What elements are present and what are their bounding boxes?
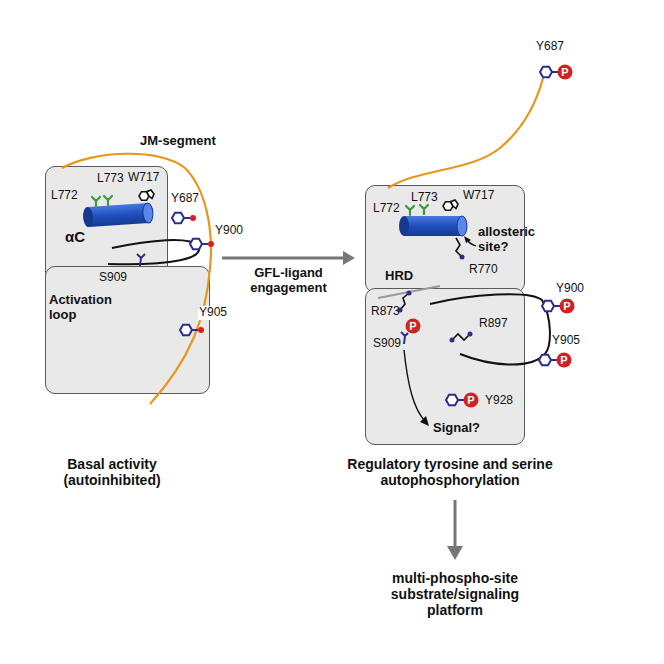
- text-label: Regulatory tyrosine and serine autophosp…: [320, 456, 580, 488]
- tyrosine-y900: [190, 239, 214, 249]
- signal-arrow: [404, 350, 424, 420]
- tryptophan-ring: [443, 200, 458, 210]
- serine-sidechain: [137, 254, 145, 266]
- text-label: Activation loop: [49, 293, 121, 323]
- text-label: Y905: [198, 306, 228, 320]
- text-label: R770: [469, 263, 498, 277]
- arginine-sidechain: [452, 334, 470, 340]
- text-label: S909: [99, 271, 127, 285]
- kinase-lobe: R873R897S909Y928Signal?: [365, 288, 525, 445]
- transition-arrow: [222, 251, 355, 265]
- tyrosine-y687: [172, 213, 196, 223]
- phospho-tyrosine: [446, 393, 479, 408]
- text-label: JM-segment: [140, 134, 216, 149]
- phospho-serine: [401, 319, 421, 345]
- text-label: P: [557, 353, 571, 367]
- alpha-c-helix: [399, 216, 467, 236]
- text-label: P: [464, 393, 478, 407]
- leucine-sidechain: [92, 197, 100, 206]
- activation-loop: [430, 294, 550, 364]
- text-label: αC: [65, 228, 85, 245]
- text-label: W717: [463, 189, 494, 203]
- jm-segment: [62, 154, 211, 404]
- text-label: R897: [479, 317, 508, 331]
- activation-loop: [108, 240, 199, 264]
- flow-arrow: [454, 500, 457, 548]
- text-label: P: [406, 319, 420, 333]
- text-label: L773: [97, 172, 124, 186]
- tyrosine-y905: [180, 325, 204, 335]
- text-label: Y900: [214, 224, 244, 238]
- tryptophan-ring: [139, 190, 154, 200]
- text-label: L772: [51, 189, 78, 203]
- arginine-sidechain: [456, 238, 462, 257]
- text-label: Y928: [485, 394, 513, 408]
- text-label: Basal activity (autoinhibited): [22, 456, 202, 488]
- hrd-marker: [378, 286, 440, 298]
- leucine-sidechain: [420, 205, 428, 214]
- leucine-sidechain: [104, 196, 112, 205]
- text-label: P: [560, 299, 574, 313]
- text-label: L772: [373, 202, 400, 216]
- phospho-tyrosine: [542, 299, 575, 314]
- text-label: W717: [128, 171, 159, 185]
- phospho-tyrosine: [539, 353, 572, 368]
- arginine-sidechain: [400, 293, 409, 310]
- text-label: Y900: [556, 282, 584, 296]
- text-label: allosteric site?: [478, 225, 562, 255]
- text-label: S909: [373, 337, 401, 351]
- text-label: Y687: [170, 192, 200, 206]
- leucine-sidechain: [406, 206, 414, 215]
- text-label: Signal?: [433, 421, 480, 436]
- flow-arrowhead: [447, 546, 463, 560]
- text-label: R873: [371, 305, 400, 319]
- text-label: GFL-ligand engagement: [229, 266, 349, 296]
- alpha-c-helix: [82, 203, 153, 228]
- text-label: HRD: [385, 269, 413, 284]
- phospho-tyrosine: [540, 65, 573, 80]
- text-label: Y905: [552, 334, 580, 348]
- text-label: multi-phospho-site substrate/signaling p…: [370, 570, 540, 618]
- text-label: P: [558, 65, 572, 79]
- text-label: L773: [411, 191, 438, 205]
- text-label: Y687: [536, 40, 564, 54]
- jm-segment: [388, 78, 543, 188]
